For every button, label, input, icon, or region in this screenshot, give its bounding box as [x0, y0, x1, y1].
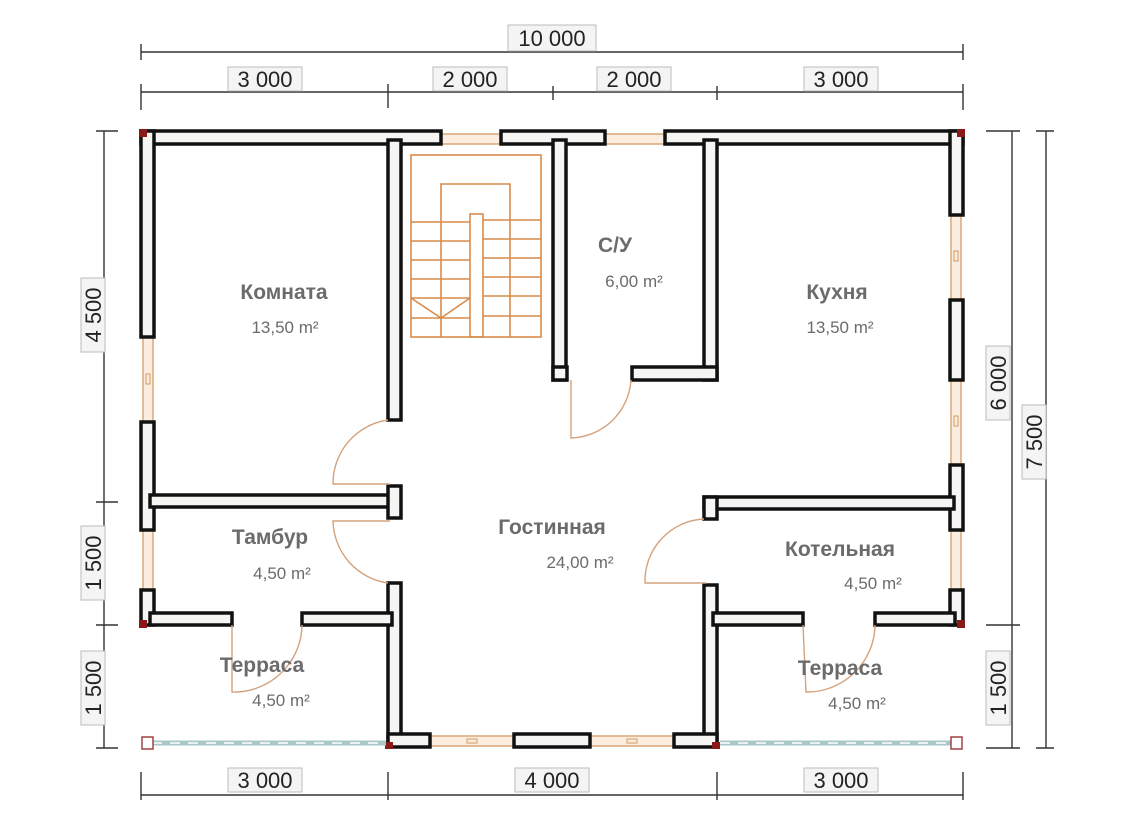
room-area: 4,50 m² — [253, 564, 311, 583]
dim-left-segment-2: 1 500 — [81, 535, 106, 590]
room-labels: Комната 13,50 m² С/У 6,00 m² Кухня 13,50… — [220, 234, 902, 713]
wall-kotelnaya-left — [702, 583, 719, 748]
room-area: 13,50 m² — [251, 318, 318, 337]
window-right-kukhnya-2 — [950, 379, 962, 466]
dim-right-inner-1: 6 000 — [986, 355, 1011, 410]
window-right-kukhnya-1 — [950, 214, 962, 301]
dim-top-segment-4: 3 000 — [813, 67, 868, 92]
wall-right-1 — [948, 129, 965, 217]
room-name: Комната — [240, 281, 328, 304]
window-left-tambur — [142, 529, 154, 591]
wall-bottom-2 — [512, 732, 592, 749]
dimensions-right: 6 000 1 500 7 500 — [985, 130, 1054, 749]
wall-bath-left — [551, 138, 568, 382]
room-area: 6,00 m² — [605, 272, 663, 291]
dim-top-total: 10 000 — [518, 26, 585, 51]
wall-tambur-bottom-1 — [148, 611, 234, 627]
wall-left-2 — [139, 420, 156, 532]
window-top-bath — [604, 133, 666, 145]
room-terrasa-right: Терраса 4,50 m² — [798, 657, 886, 713]
window-top-stair — [440, 133, 502, 145]
room-tambur: Тамбур 4,50 m² — [232, 526, 311, 583]
dimensions-bottom: 3 000 4 000 3 000 — [140, 767, 964, 800]
wall-bath-bottom-left — [551, 365, 569, 382]
room-name: Гостинная — [498, 516, 606, 539]
room-su: С/У 6,00 m² — [598, 234, 663, 291]
dimensions-top: 10 000 3 000 2 000 2 000 3 000 — [140, 24, 964, 110]
dim-right-inner-2: 1 500 — [986, 660, 1011, 715]
window-right-kotelnaya — [950, 529, 962, 591]
wall-tambur-post — [386, 484, 403, 520]
wall-bottom-3 — [672, 732, 719, 749]
room-area: 4,50 m² — [828, 694, 886, 713]
doors — [231, 379, 876, 693]
room-kukhnya: Кухня 13,50 m² — [806, 281, 874, 337]
staircase — [410, 154, 542, 338]
wall-tambur-bottom-2 — [300, 611, 394, 627]
room-area: 4,50 m² — [844, 574, 902, 593]
room-name: Тамбур — [232, 526, 308, 549]
room-area: 13,50 m² — [806, 318, 873, 337]
walls — [139, 129, 965, 749]
wall-kotelnaya-top — [702, 495, 956, 511]
room-area: 24,00 m² — [546, 553, 613, 572]
railing-post-right — [950, 736, 963, 750]
wall-kotelnaya-bottom-2 — [873, 611, 957, 627]
room-komnata: Комната 13,50 m² — [240, 281, 328, 337]
room-name: С/У — [598, 234, 633, 257]
dim-left-segment-1: 4 500 — [81, 287, 106, 342]
dim-top-segment-2: 2 000 — [442, 67, 497, 92]
dim-top-segment-3: 2 000 — [606, 67, 661, 92]
wall-komnata-bottom — [148, 493, 392, 509]
room-kotelnaya: Котельная 4,50 m² — [785, 538, 902, 593]
wall-komnata-right — [386, 138, 403, 422]
dim-left-segment-3: 1 500 — [81, 660, 106, 715]
room-name: Кухня — [806, 281, 867, 304]
window-bottom-2 — [589, 735, 675, 747]
room-area: 4,50 m² — [252, 691, 310, 710]
railing-post-left — [141, 736, 154, 750]
window-left-komnata — [142, 336, 154, 423]
door-terrace-right — [802, 624, 876, 693]
wall-right-2 — [948, 298, 965, 382]
wall-kotelnaya-post — [702, 495, 719, 521]
wall-bottom-1 — [386, 732, 432, 749]
terrace-railings — [141, 736, 963, 750]
wall-tambur-right — [386, 581, 403, 748]
wall-left-1 — [139, 129, 156, 339]
door-terrace-left — [231, 624, 303, 693]
door-bathroom — [570, 379, 632, 439]
dim-right-total: 7 500 — [1022, 414, 1047, 469]
wall-bath-bottom — [630, 365, 719, 382]
door-komnata — [332, 419, 390, 485]
window-bottom-1 — [429, 735, 515, 747]
dim-top-segment-1: 3 000 — [237, 67, 292, 92]
room-name: Котельная — [785, 538, 895, 561]
room-name: Терраса — [798, 657, 883, 680]
dimensions-left: 4 500 1 500 1 500 — [80, 130, 118, 749]
door-tambur — [332, 520, 390, 584]
wall-bath-right — [702, 138, 719, 382]
door-kotelnaya — [644, 518, 706, 584]
room-name: Терраса — [220, 654, 305, 677]
dim-bottom-segment-2: 4 000 — [524, 768, 579, 793]
dim-bottom-segment-1: 3 000 — [237, 768, 292, 793]
corner-markers — [139, 129, 965, 749]
wall-kotelnaya-bottom-1 — [711, 611, 805, 627]
room-gostinnaya: Гостинная 24,00 m² — [498, 516, 614, 572]
room-terrasa-left: Терраса 4,50 m² — [220, 654, 310, 710]
dim-bottom-segment-3: 3 000 — [813, 768, 868, 793]
